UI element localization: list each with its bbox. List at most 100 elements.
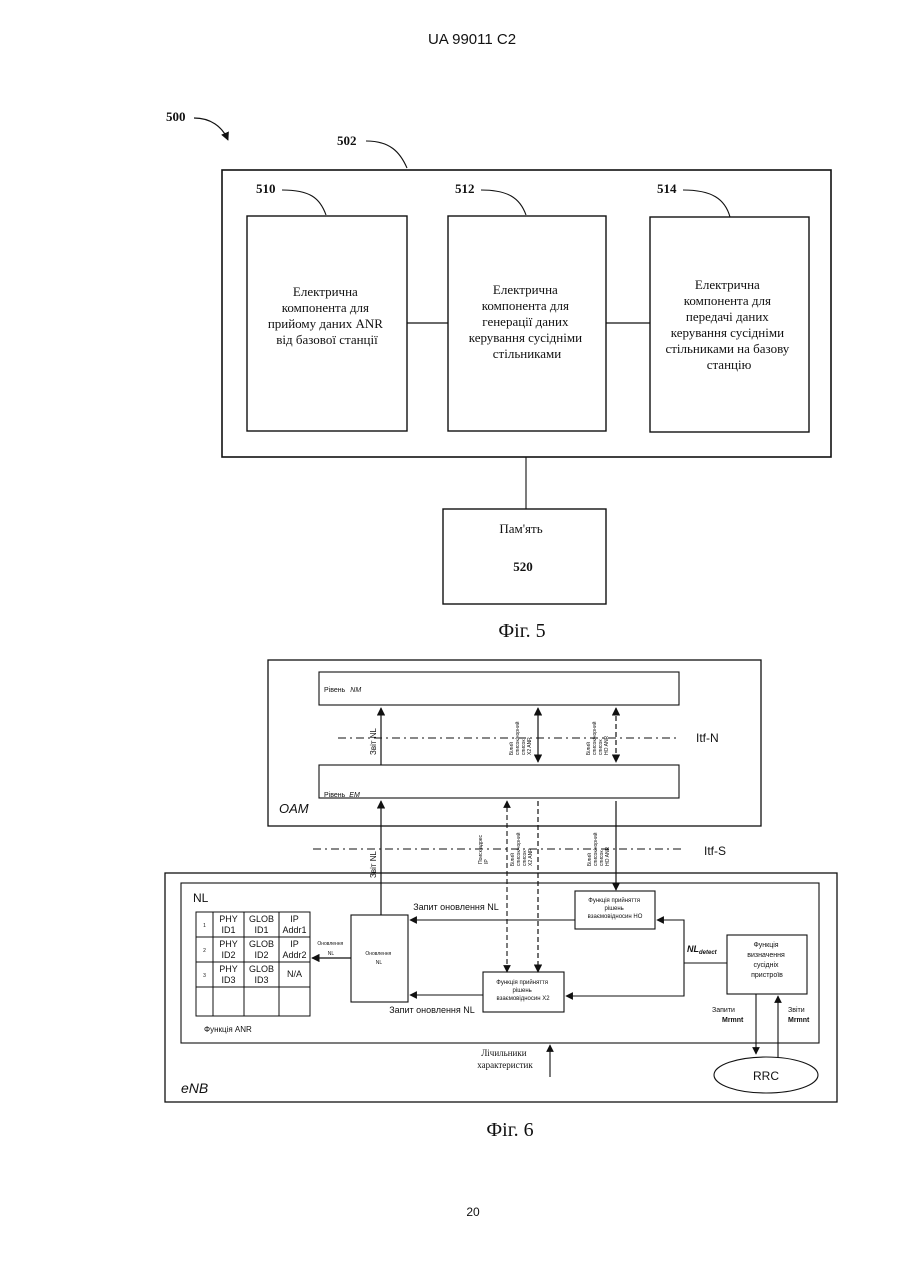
neighbor-detect-line: пристроїв	[751, 972, 783, 979]
x2-anr-upper-line: Білий	[508, 742, 515, 755]
nl-update-side-line: Оновлення	[317, 941, 343, 947]
em-level-word: Рівень	[324, 791, 346, 799]
table-cell-line: GLOB	[249, 939, 274, 949]
component-512-line: керування сусідніми	[469, 330, 582, 345]
mrmnt-reports-line: Звіти	[788, 1006, 805, 1014]
mrmnt-requests-label: Запити Mrmnt	[712, 1007, 744, 1024]
figure-6: OAM Рівень NM РівеньEM Itf-N Itf-S Звіт N…	[165, 660, 837, 1141]
enb-label: eNB	[181, 1080, 208, 1096]
ref-510-leader	[282, 190, 326, 215]
figure-5: 500 502 510 512 514 Електрична компонент…	[166, 109, 831, 642]
component-512-line: компонента для	[482, 298, 569, 313]
component-510-line: від базової станції	[276, 332, 378, 347]
counters-label: Лічильники характеристик	[477, 1048, 533, 1070]
ref-500: 500	[166, 109, 186, 124]
component-514-text: Електрична компонента для передачі даних…	[665, 277, 792, 372]
component-514-line: керування сусідніми	[671, 325, 784, 340]
table-cell: GLOBID1	[249, 914, 274, 935]
x2-anr-upper-line: X2 ANR	[527, 737, 533, 755]
itf-n-label: Itf-N	[696, 731, 719, 745]
nl-update-box-line: NL	[376, 960, 383, 966]
ref-514-leader	[683, 190, 730, 217]
table-cell-line: IP	[290, 914, 299, 924]
mrmnt-requests-line: Запити	[712, 1007, 735, 1014]
nl-update-request-bottom-label: Запит оновлення NL	[389, 1005, 475, 1015]
nl-update-side-line: NL	[328, 951, 335, 957]
counters-line: Лічильники	[481, 1048, 527, 1058]
nl-section-label: NL	[193, 891, 209, 905]
table-cell: GLOBID2	[249, 939, 274, 960]
nl-detect-label: NLdetect	[687, 944, 718, 956]
table-cell: IPAddr1	[282, 914, 306, 935]
component-514-line: передачі даних	[686, 309, 769, 324]
table-cell: PHYID2	[219, 939, 238, 960]
nl-update-request-top-label: Запит оновлення NL	[413, 902, 499, 912]
nm-level-sub: NM	[350, 687, 361, 694]
table-cell: PHYID3	[219, 964, 238, 985]
component-512-line: генерації даних	[482, 314, 569, 329]
component-510-line: компонента для	[282, 300, 369, 315]
memory-label: Пам'ять	[499, 521, 542, 536]
ho-decision-line: Функція прийняття	[588, 897, 640, 904]
neighbor-detect-line: Функція	[753, 941, 778, 949]
table-cell-line: GLOB	[249, 964, 274, 974]
page-number: 20	[466, 1205, 480, 1219]
patent-number: UA 99011 C2	[428, 31, 516, 48]
component-512-line: Електрична	[493, 282, 558, 297]
component-510-text: Електрична компонента для прийому даних …	[268, 284, 386, 347]
ho-decision-line: взаємовідносин HO	[588, 914, 643, 920]
table-cell-line: ID1	[221, 925, 235, 935]
table-cells: 1PHYID1GLOBID1IPAddr12PHYID2GLOBID2IPAdd…	[203, 914, 306, 985]
ip-address-line: IP	[484, 859, 490, 864]
ho-decision-text: Функція прийняття рішень взаємовідносин …	[588, 897, 643, 920]
x2-decision-line: взаємовідносин X2	[496, 996, 550, 1002]
oam-label: OAM	[279, 801, 309, 816]
component-512-text: Електрична компонента для генерації дани…	[469, 282, 586, 361]
nl-update-side-label: Оновлення NL	[317, 941, 344, 957]
figure-5-caption: Фіг. 5	[498, 620, 545, 642]
component-510-line: Електрична	[293, 284, 358, 299]
report-nl-label-upper: Звіт NL	[369, 727, 378, 755]
ho-anr-upper-line: Білий	[585, 742, 592, 755]
nm-level-word: Рівень	[324, 686, 346, 694]
ref-514: 514	[657, 181, 677, 196]
table-cell: GLOBID3	[249, 964, 274, 985]
neighbor-detect-line: визначення	[747, 952, 785, 959]
em-level-label: РівеньEM	[324, 791, 360, 799]
component-514-line: станцію	[707, 357, 752, 372]
ref-502: 502	[337, 133, 357, 148]
table-cell-line: ID2	[254, 950, 268, 960]
component-514-line: Електрична	[695, 277, 760, 292]
report-nl-label-lower: Звіт NL	[369, 850, 378, 878]
nl-detect-to-x2-arrow	[566, 963, 684, 996]
memory-ref-520: 520	[513, 559, 533, 574]
itf-s-label: Itf-S	[704, 844, 726, 858]
x2-anr-upper-line: список/чорний	[514, 721, 521, 755]
component-512-line: стільниками	[493, 346, 562, 361]
ho-anr-upper-line: список/чорний	[591, 721, 598, 755]
table-cell-line: PHY	[219, 914, 238, 924]
ref-512: 512	[455, 181, 475, 196]
component-514-line: стільниками на базову	[665, 341, 789, 356]
x2-decision-text: Функція прийняття рішень взаємовідносин …	[496, 979, 550, 1002]
table-cell: PHYID1	[219, 914, 238, 935]
x2-decision-line: рішень	[513, 988, 532, 994]
ref-512-leader	[481, 190, 526, 215]
table-cell-line: GLOB	[249, 914, 274, 924]
ref-500-pointer-arrow	[194, 118, 228, 140]
nl-update-box	[351, 915, 408, 1002]
counters-line: характеристик	[477, 1060, 533, 1070]
ho-anr-lower-line: HO ANR	[605, 846, 611, 866]
component-514-line: компонента для	[684, 293, 771, 308]
x2-anr-lower-line: X2 ANR	[528, 848, 534, 866]
ho-decision-line: рішень	[605, 906, 624, 912]
nl-update-box-text: Оновлення NL	[365, 951, 392, 966]
table-cell-line: ID2	[221, 950, 235, 960]
table-cell-line: ID1	[254, 925, 268, 935]
table-cell-line: IP	[290, 939, 299, 949]
x2-decision-line: Функція прийняття	[496, 979, 548, 986]
ho-anr-lower-line: список/чорний	[592, 832, 599, 866]
table-row-index: 3	[203, 973, 206, 979]
